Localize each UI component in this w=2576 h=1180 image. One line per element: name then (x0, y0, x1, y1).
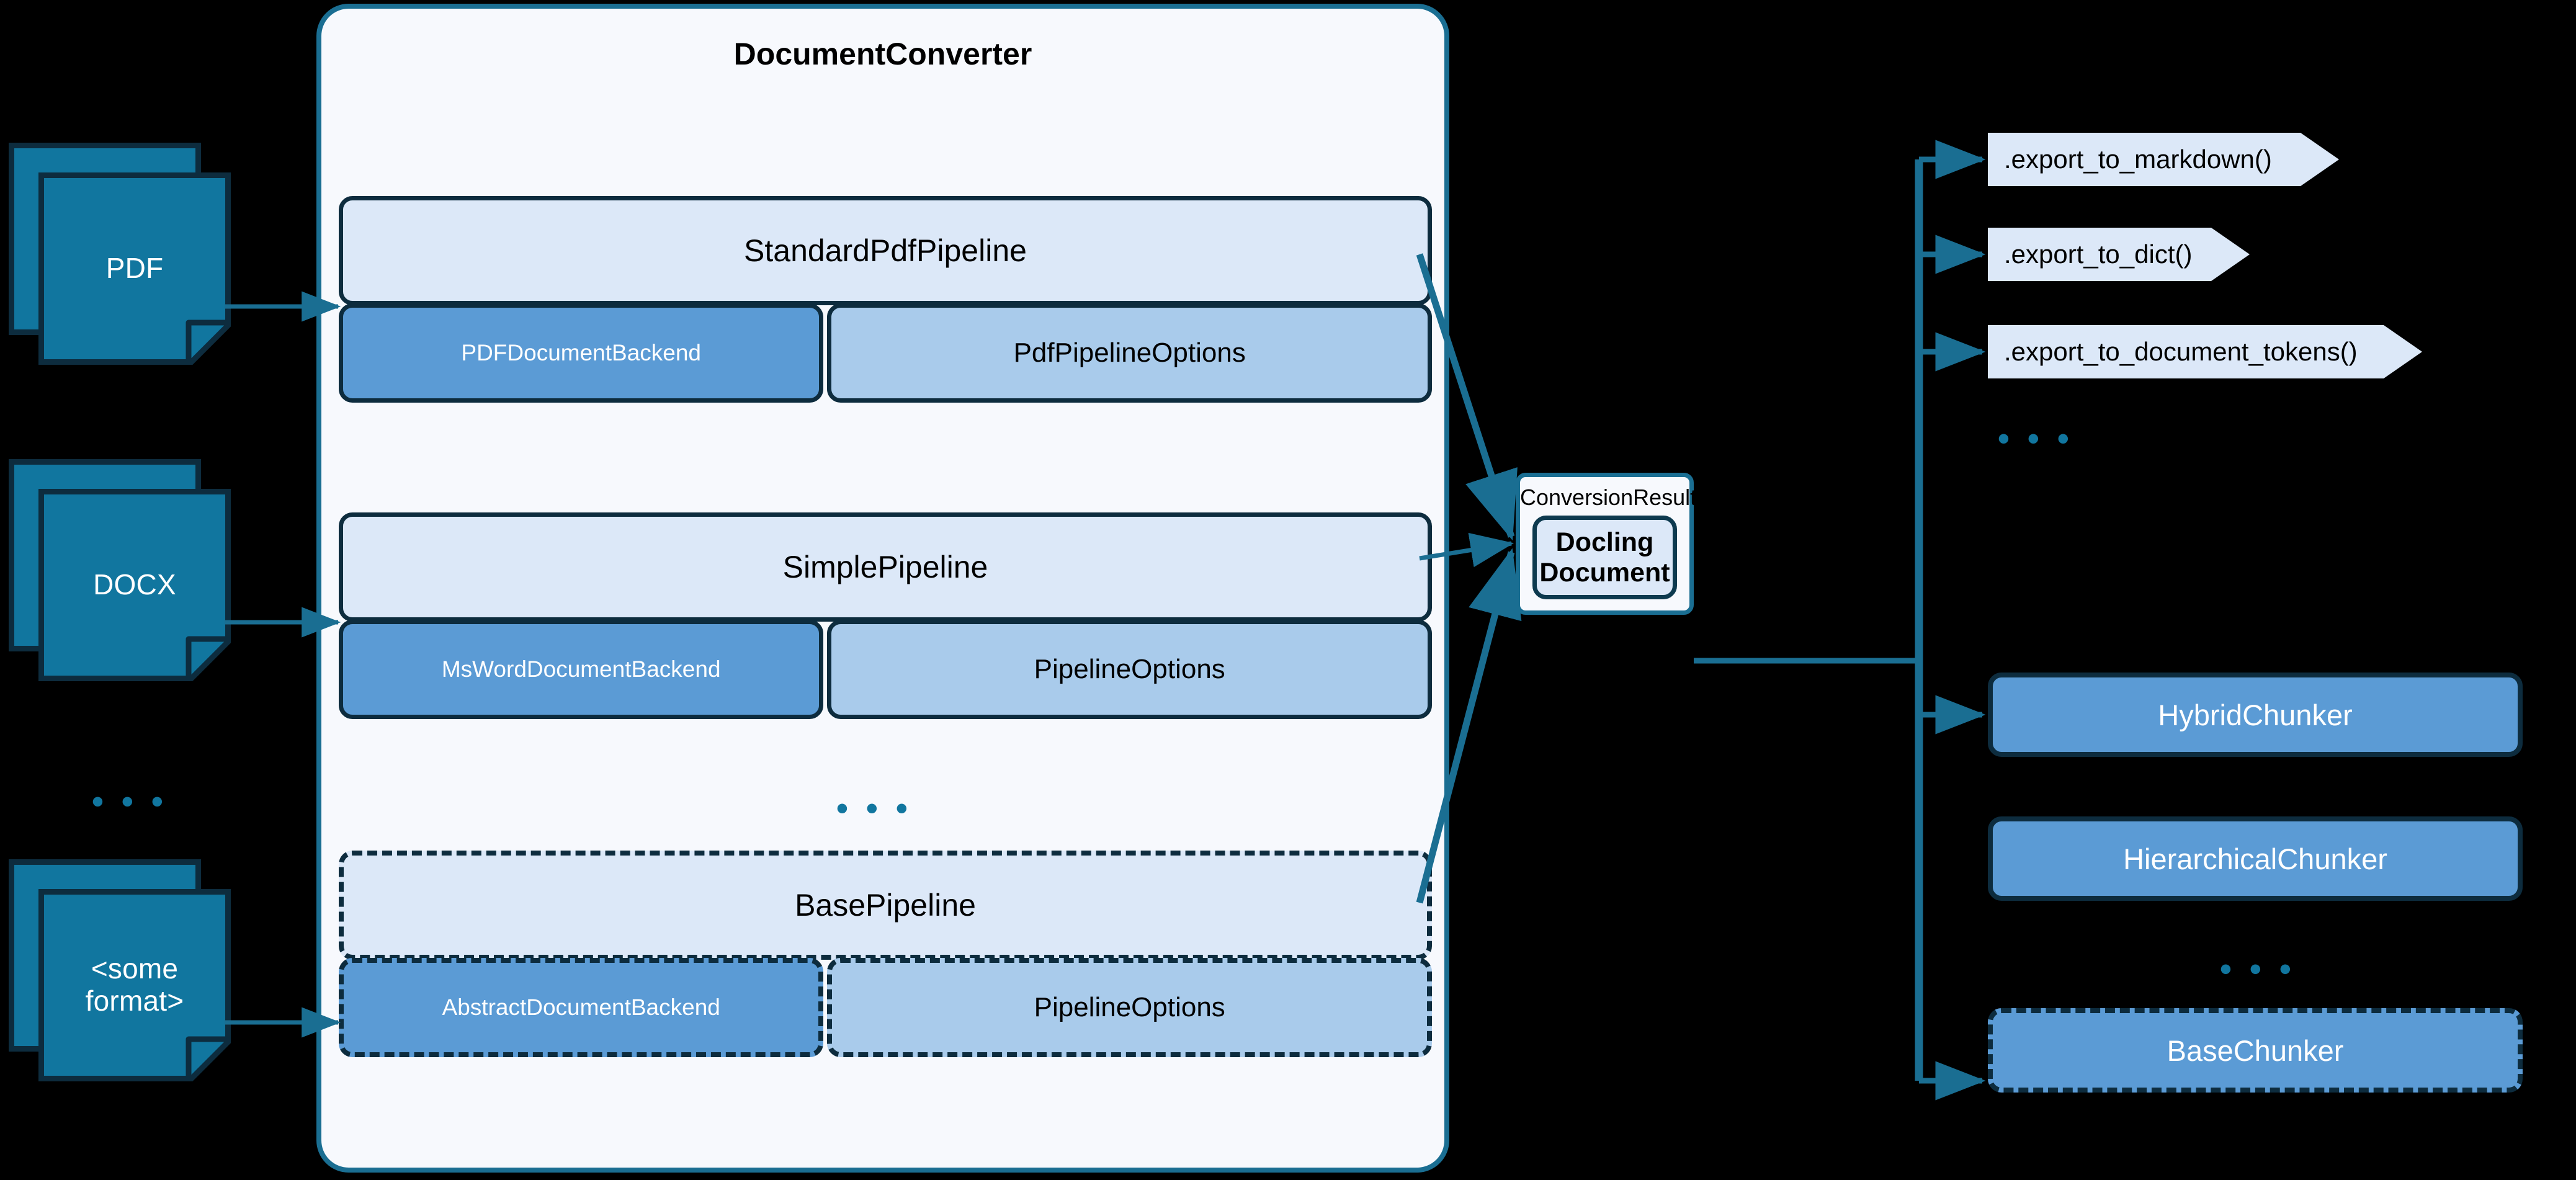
docling-document-box[interactable]: Docling Document (1532, 516, 1677, 599)
document-converter-title: DocumentConverter (733, 37, 1032, 71)
chunker-label: HierarchicalChunker (2123, 842, 2387, 875)
pipeline-components: MsWordDocumentBackend PipelineOptions (339, 620, 1432, 719)
doc-front-sheet: DOCX (38, 489, 231, 681)
input-ellipsis: • • • (92, 783, 168, 820)
input-doc-label: DOCX (93, 568, 176, 601)
pipeline-standard-pdf[interactable]: StandardPdfPipeline PDFDocumentBackend P… (339, 196, 1432, 403)
export-tag-dict[interactable]: .export_to_dict() (1988, 228, 2250, 281)
export-tag-document-tokens[interactable]: .export_to_document_tokens() (1988, 325, 2422, 378)
doc-front-sheet: <some format> (38, 889, 231, 1081)
pipeline-ellipsis: • • • (836, 790, 912, 827)
chunker-hybrid[interactable]: HybridChunker (1988, 673, 2523, 757)
exports-ellipsis: • • • (1998, 420, 2073, 457)
pipeline-backend[interactable]: PDFDocumentBackend (339, 303, 824, 403)
pipeline-name: BasePipeline (339, 851, 1432, 960)
chunker-hierarchical[interactable]: HierarchicalChunker (1988, 816, 2523, 901)
pipeline-simple[interactable]: SimplePipeline MsWordDocumentBackend Pip… (339, 512, 1432, 719)
conversion-result-title: ConversionResult (1520, 485, 1697, 510)
pipeline-components: AbstractDocumentBackend PipelineOptions (339, 958, 1432, 1057)
pipeline-backend[interactable]: AbstractDocumentBackend (339, 958, 824, 1057)
pipeline-options[interactable]: PdfPipelineOptions (827, 303, 1432, 403)
pipeline-name: StandardPdfPipeline (339, 196, 1432, 305)
export-tag-markdown[interactable]: .export_to_markdown() (1988, 133, 2339, 186)
chunkers-ellipsis: • • • (2220, 950, 2296, 988)
document-converter-container: DocumentConverter StandardPdfPipeline PD… (316, 4, 1449, 1173)
export-tag-label: .export_to_dict() (2004, 239, 2193, 269)
conversion-result-container: ConversionResult Docling Document (1516, 473, 1697, 615)
chunker-base[interactable]: BaseChunker (1988, 1008, 2523, 1093)
pipeline-components: PDFDocumentBackend PdfPipelineOptions (339, 303, 1432, 403)
pipeline-options[interactable]: PipelineOptions (827, 620, 1432, 719)
input-doc-label: <some format> (85, 952, 184, 1017)
pipeline-options[interactable]: PipelineOptions (827, 958, 1432, 1057)
export-tag-label: .export_to_markdown() (2004, 145, 2272, 174)
pipeline-name: SimplePipeline (339, 512, 1432, 622)
export-tag-label: .export_to_document_tokens() (2004, 337, 2358, 366)
input-doc-label: PDF (105, 252, 164, 285)
pipeline-backend[interactable]: MsWordDocumentBackend (339, 620, 824, 719)
chunker-label: HybridChunker (2158, 698, 2353, 731)
pipeline-base[interactable]: BasePipeline AbstractDocumentBackend Pip… (339, 851, 1432, 1057)
doc-front-sheet: PDF (38, 172, 231, 365)
chunker-label: BaseChunker (2167, 1034, 2344, 1067)
